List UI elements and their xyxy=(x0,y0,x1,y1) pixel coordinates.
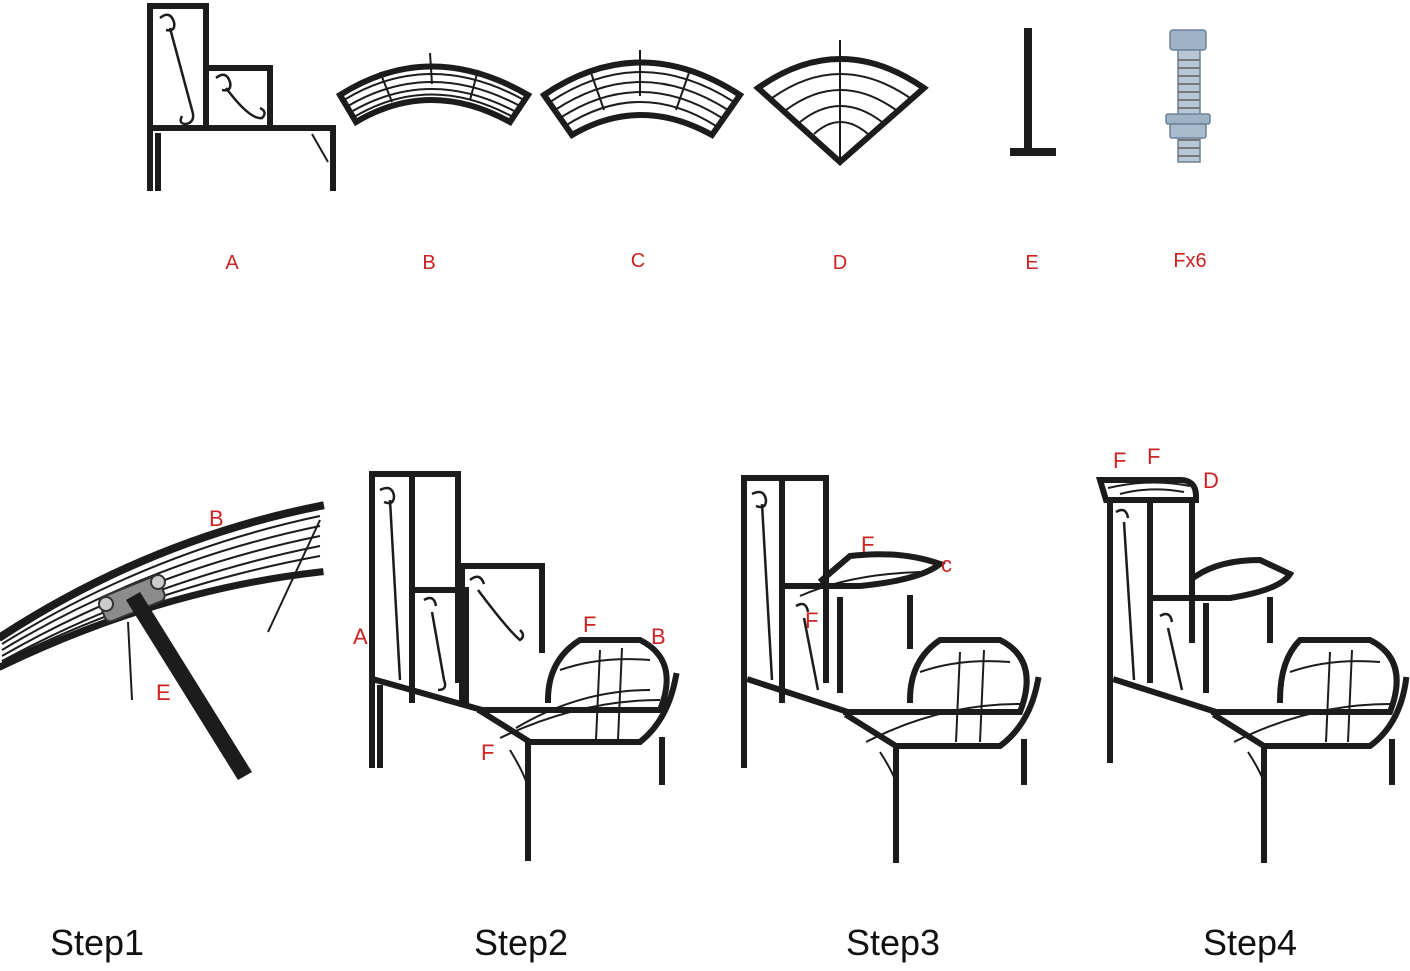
part-e-support-post xyxy=(1010,28,1056,156)
part-b-arc-shelf xyxy=(335,52,533,127)
step3-callout-f-top: F xyxy=(861,532,875,557)
step3-assembly xyxy=(741,475,1042,863)
part-label-b: B xyxy=(422,252,436,274)
step2-callout-a: A xyxy=(353,624,368,649)
part-label-c: C xyxy=(630,250,646,272)
part-a-side-frame xyxy=(147,3,336,191)
step2-callout-b: B xyxy=(651,624,666,649)
step1-closeup xyxy=(0,501,325,780)
part-label-d: D xyxy=(832,252,848,274)
step4-callout-d: D xyxy=(1203,468,1219,493)
step3-callout-f-left: F xyxy=(805,608,819,633)
step1-callout-b: B xyxy=(209,506,224,531)
part-label-a: A xyxy=(225,252,239,274)
step4-title: Step4 xyxy=(1203,922,1298,963)
step1-callout-e: E xyxy=(156,680,171,705)
step1-title: Step1 xyxy=(50,922,145,963)
part-label-f: Fx6 xyxy=(1173,250,1207,272)
step3-callout-c: c xyxy=(941,552,952,577)
part-label-e: E xyxy=(1025,252,1039,274)
step3-title: Step3 xyxy=(846,922,941,963)
step2-callout-f-top: F xyxy=(583,612,597,637)
part-c-arc-shelf xyxy=(539,50,745,139)
step4-callout-f-right: F xyxy=(1147,444,1161,469)
step4-callout-f-left: F xyxy=(1113,448,1127,473)
step2-assembly xyxy=(369,471,680,861)
step2-title: Step2 xyxy=(474,922,569,963)
step4-assembly xyxy=(1095,477,1410,863)
step2-callout-f-bottom: F xyxy=(481,740,495,765)
part-d-quarter-shelf xyxy=(753,40,929,167)
part-f-bolt-icon xyxy=(1165,29,1211,163)
